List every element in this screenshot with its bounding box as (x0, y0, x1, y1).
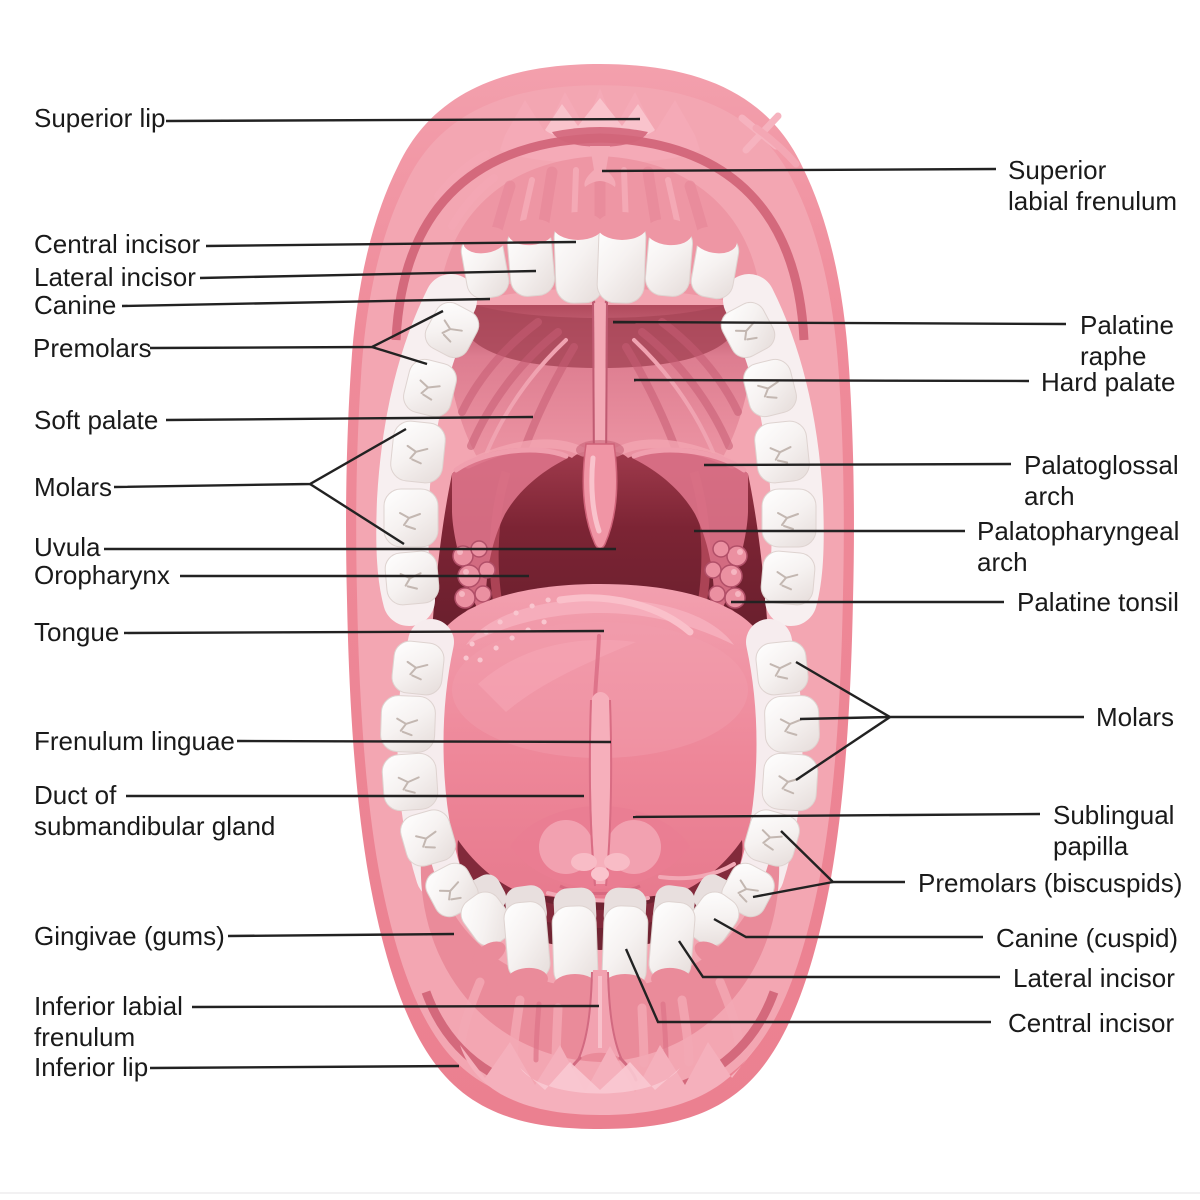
tooth-lower-canine-left (460, 891, 514, 947)
upper-gumline-scallops (463, 212, 737, 254)
leader-line-palatoglossal-arch (703, 462, 1012, 467)
palatoglossal-arch-left (452, 449, 568, 628)
leader-line-tongue (123, 629, 605, 635)
palatoglossal-arch-right (632, 449, 748, 628)
leader-line-frenulum-linguae (236, 739, 612, 744)
leader-line-superior-lip (165, 117, 641, 123)
molar-fissures-lower (396, 660, 802, 903)
upper-lip-fold (391, 133, 809, 341)
leader-line-molars-lower (795, 716, 891, 781)
leader-line-canine-upper (121, 297, 491, 308)
leader-lines (104, 117, 1084, 1070)
leader-line-lateral-incisor-upper (199, 269, 537, 280)
leader-line-premolars-lower (752, 880, 834, 899)
leader-line-molars-upper (309, 482, 405, 546)
leader-line-superior-labial-frenulum (601, 167, 997, 173)
leader-line-hard-palate (633, 378, 1030, 383)
superior-labial-frenulum-shape (584, 146, 616, 187)
leader-line-premolars-upper (371, 345, 428, 366)
sublingual-papilla-shape (571, 853, 630, 881)
bottom-divider (0, 1192, 1200, 1194)
uvula-shape (576, 440, 624, 550)
leader-line-molars-lower (799, 715, 891, 721)
tongue-shape (416, 584, 784, 900)
inferior-lip-texture (460, 1042, 755, 1115)
lower-teeth (380, 640, 820, 998)
lower-lip-inner (421, 970, 779, 1115)
leader-line-inferior-labial-frenulum (191, 1004, 600, 1009)
lower-gumline-scallops (472, 941, 728, 998)
leader-line-gingivae (227, 932, 455, 938)
leader-line-lateral-incisor-lower (678, 940, 1000, 979)
leader-line-sublingual-papilla (632, 812, 1041, 819)
leader-line-palatine-raphe (612, 320, 1067, 326)
molar-fissures-upper (399, 319, 799, 591)
leader-line-soft-palate (165, 415, 534, 422)
leader-line-central-incisor-upper (205, 240, 577, 248)
tooth-lower-canine-right (686, 891, 740, 947)
leader-line-inferior-lip (149, 1064, 460, 1070)
leader-line-canine-lower (713, 917, 983, 939)
leader-line-central-incisor-lower (624, 948, 991, 1024)
